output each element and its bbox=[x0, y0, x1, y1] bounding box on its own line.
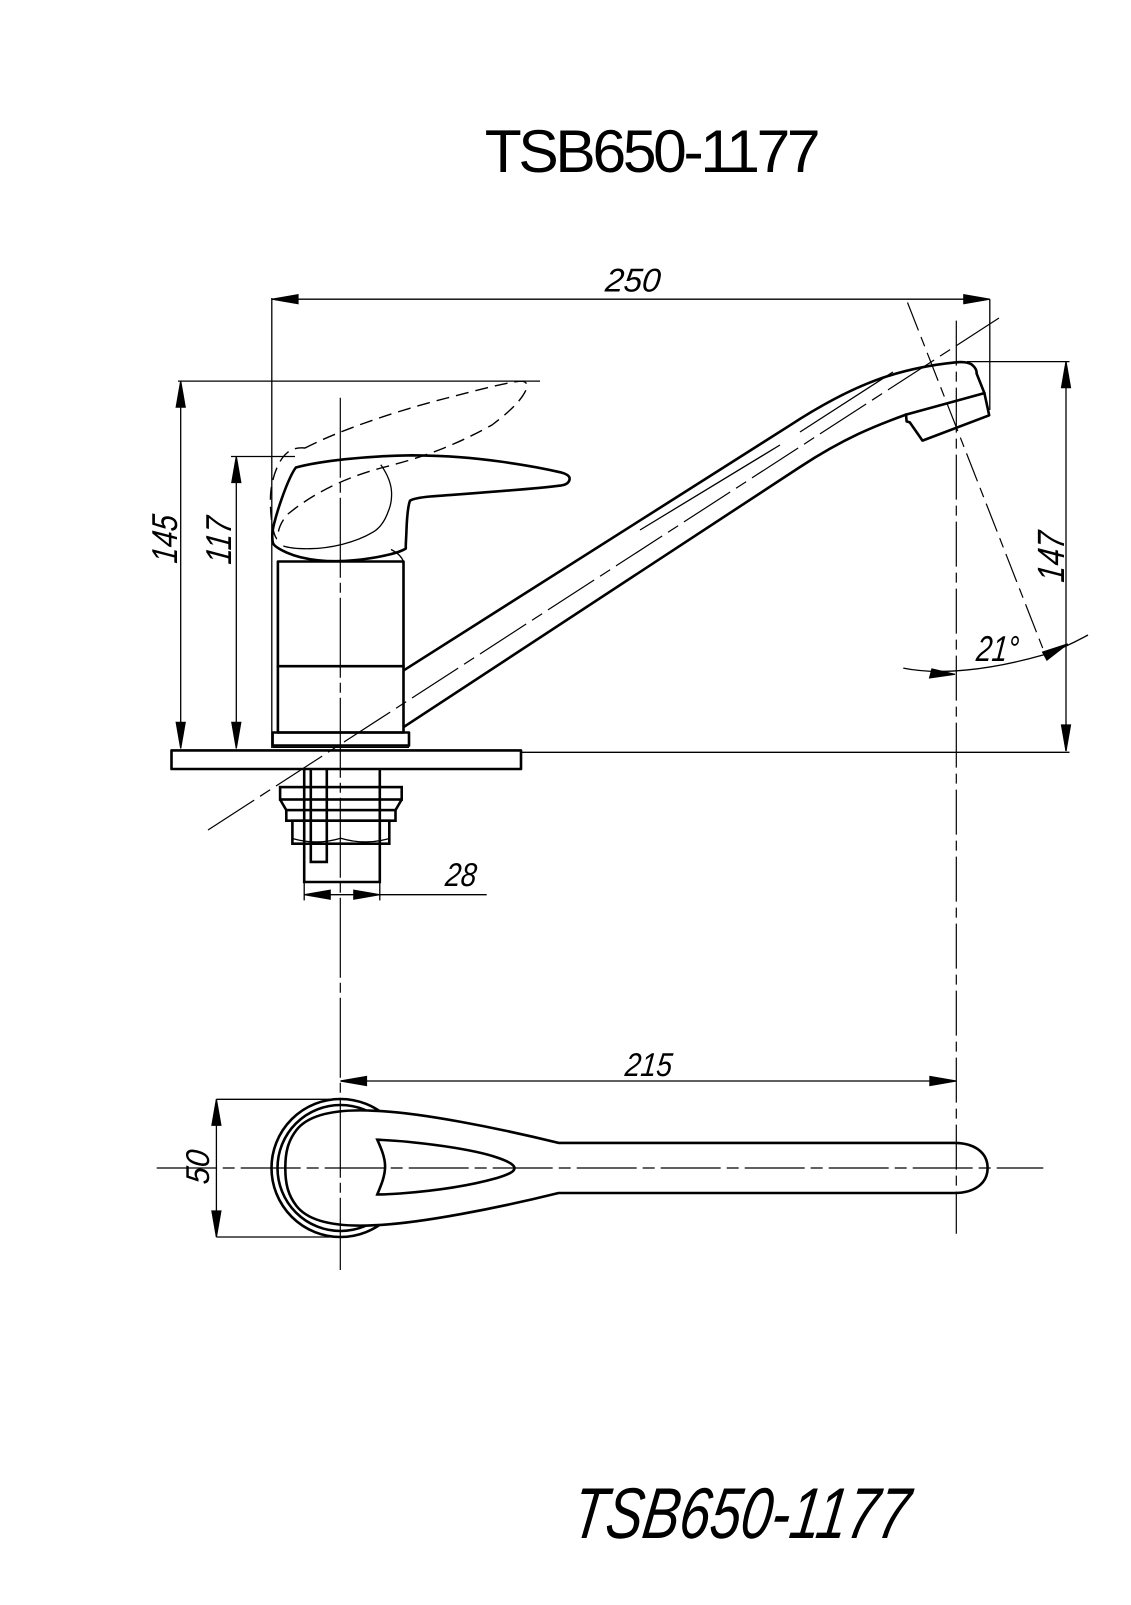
svg-text:50: 50 bbox=[180, 1147, 217, 1185]
svg-text:145: 145 bbox=[144, 512, 185, 565]
svg-text:147: 147 bbox=[1031, 528, 1073, 584]
svg-text:28: 28 bbox=[443, 857, 479, 894]
svg-text:21°: 21° bbox=[974, 628, 1021, 669]
svg-text:TSB650-1177: TSB650-1177 bbox=[568, 1474, 917, 1554]
svg-text:TSB650-1177: TSB650-1177 bbox=[485, 117, 818, 185]
svg-text:250: 250 bbox=[603, 263, 663, 300]
svg-text:215: 215 bbox=[623, 1047, 675, 1084]
svg-text:117: 117 bbox=[198, 513, 239, 566]
